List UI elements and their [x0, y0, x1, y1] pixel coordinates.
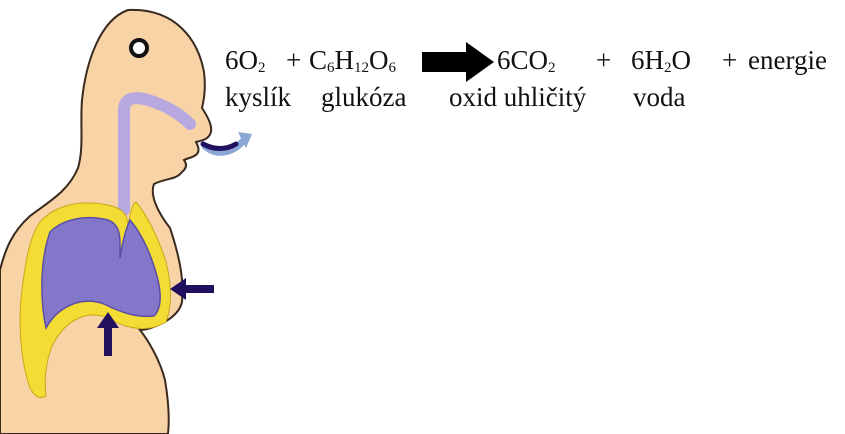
reactant-glucose: C6H12O6: [309, 45, 397, 76]
arrow-left-icon: [170, 278, 214, 300]
exhale-arrowhead: [238, 132, 252, 148]
product-energy: energie: [748, 45, 827, 75]
label-oxid-uhlicity: oxid uhličitý: [449, 82, 587, 112]
plus-sign-3: +: [722, 45, 738, 75]
eye-icon: [129, 38, 149, 58]
label-glukoza: glukóza: [321, 82, 407, 112]
exhale-arrow-dark: [200, 141, 239, 151]
label-voda: voda: [633, 82, 686, 112]
plus-sign-1: +: [286, 45, 302, 75]
product-carbon-dioxide: 6CO2: [497, 45, 556, 76]
airway: [118, 92, 196, 216]
plus-sign-2: +: [596, 45, 612, 75]
arrow-up-icon: [97, 312, 119, 356]
label-kyslik: kyslík: [225, 82, 292, 112]
lung: [41, 216, 161, 331]
reactant-oxygen: 6O2: [225, 45, 266, 76]
arrow-right-icon: [422, 42, 494, 82]
product-water: 6H2O: [631, 45, 691, 76]
